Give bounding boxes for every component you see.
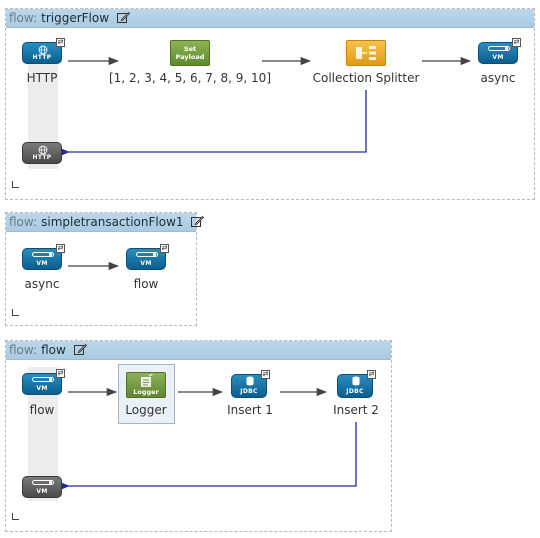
exchange-pattern-icon: ⇄ bbox=[512, 38, 521, 47]
collapse-corner[interactable] bbox=[12, 181, 19, 188]
node-label-insert1: Insert 1 bbox=[227, 403, 273, 417]
splitter-icon bbox=[356, 46, 376, 60]
jdbc-insert2-node[interactable]: JDBC ⇄ bbox=[337, 370, 383, 402]
node-label-set-payload: [1, 2, 3, 4, 5, 6, 7, 8, 9, 10] bbox=[108, 71, 272, 85]
flow-name: triggerFlow bbox=[41, 11, 110, 25]
collection-splitter-node[interactable] bbox=[346, 40, 386, 66]
vm-endpoint-node-flow-source[interactable]: VM ⇄ bbox=[22, 369, 68, 401]
vm-pill-icon bbox=[32, 252, 54, 257]
vm-badge: VM bbox=[22, 373, 62, 395]
node-label-logger: Logger bbox=[125, 403, 167, 417]
node-label-insert2: Insert 2 bbox=[333, 403, 379, 417]
badge-text: VM bbox=[36, 385, 48, 392]
vm-pill-icon bbox=[32, 480, 54, 485]
http-endpoint-badge: HTTP bbox=[22, 42, 62, 64]
flow-keyword: flow: bbox=[9, 11, 38, 25]
jdbc-insert1-node[interactable]: JDBC ⇄ bbox=[231, 370, 277, 402]
vm-endpoint-node-async-source[interactable]: VM ⇄ bbox=[22, 244, 68, 276]
badge-text: JDBC bbox=[240, 388, 258, 395]
badge-text: VM bbox=[36, 260, 48, 267]
flow-container-triggerflow[interactable]: flow:triggerFlow bbox=[5, 8, 535, 200]
badge-text: HTTP bbox=[32, 54, 52, 61]
vm-badge: VM bbox=[22, 248, 62, 270]
vm-response-node[interactable]: VM bbox=[22, 474, 62, 500]
logger-node[interactable]: Logger bbox=[126, 372, 166, 398]
logger-icon bbox=[141, 374, 154, 387]
globe-icon bbox=[38, 145, 48, 155]
exchange-pattern-icon: ⇄ bbox=[56, 38, 65, 47]
vm-endpoint-node-flow-target[interactable]: VM ⇄ bbox=[126, 244, 172, 276]
globe-icon bbox=[38, 45, 48, 55]
node-label-vm-source: async bbox=[24, 277, 60, 291]
flow-name: flow bbox=[41, 343, 66, 357]
edit-icon[interactable] bbox=[191, 215, 205, 228]
badge-text: Logger bbox=[133, 388, 159, 396]
collapse-corner[interactable] bbox=[12, 309, 19, 316]
vm-pill-icon bbox=[32, 377, 54, 382]
vm-pill-icon bbox=[136, 252, 158, 257]
flow-name: simpletransactionFlow1 bbox=[41, 215, 184, 229]
node-label-vm-flow-source: flow bbox=[29, 403, 55, 417]
http-response-badge: HTTP bbox=[22, 142, 62, 164]
vm-badge: VM bbox=[478, 42, 518, 64]
exchange-pattern-icon: ⇄ bbox=[56, 369, 65, 378]
badge-text: VM bbox=[492, 54, 504, 61]
vm-pill-icon bbox=[488, 46, 510, 51]
node-label-vm-target: flow bbox=[133, 277, 159, 291]
badge-text: Set Payload bbox=[175, 45, 205, 61]
badge-text: HTTP bbox=[32, 154, 52, 161]
exchange-pattern-icon: ⇄ bbox=[367, 370, 376, 379]
jdbc-badge: JDBC bbox=[337, 374, 373, 398]
node-label-vm-async: async bbox=[480, 71, 516, 85]
flow-keyword: flow: bbox=[9, 215, 38, 229]
collapse-corner[interactable] bbox=[12, 513, 19, 520]
vm-response-badge: VM bbox=[22, 476, 62, 498]
flow-header[interactable]: flow:simpletransactionFlow1 bbox=[6, 213, 205, 232]
database-icon bbox=[246, 376, 254, 386]
exchange-pattern-icon: ⇄ bbox=[160, 244, 169, 253]
flow-keyword: flow: bbox=[9, 343, 38, 357]
badge-text: VM bbox=[140, 260, 152, 267]
edit-icon[interactable] bbox=[116, 11, 130, 24]
database-icon bbox=[352, 376, 360, 386]
node-label-http: HTTP bbox=[26, 71, 58, 85]
vm-endpoint-node-async[interactable]: VM ⇄ bbox=[478, 38, 524, 70]
flow-container-simpletransactionflow1[interactable]: flow:simpletransactionFlow1 bbox=[5, 212, 205, 326]
exchange-pattern-icon: ⇄ bbox=[261, 370, 270, 379]
flow-header[interactable]: flow:flow bbox=[6, 341, 391, 360]
badge-text: VM bbox=[36, 488, 48, 495]
exchange-pattern-icon: ⇄ bbox=[56, 244, 65, 253]
http-endpoint-node[interactable]: HTTP ⇄ bbox=[22, 38, 68, 70]
edit-icon[interactable] bbox=[73, 343, 87, 356]
set-payload-node[interactable]: Set Payload bbox=[170, 40, 210, 66]
vm-badge: VM bbox=[126, 248, 166, 270]
http-response-node[interactable]: HTTP bbox=[22, 140, 62, 166]
node-label-collection-splitter: Collection Splitter bbox=[312, 71, 420, 85]
badge-text: JDBC bbox=[346, 388, 364, 395]
flow-header[interactable]: flow:triggerFlow bbox=[6, 9, 534, 28]
